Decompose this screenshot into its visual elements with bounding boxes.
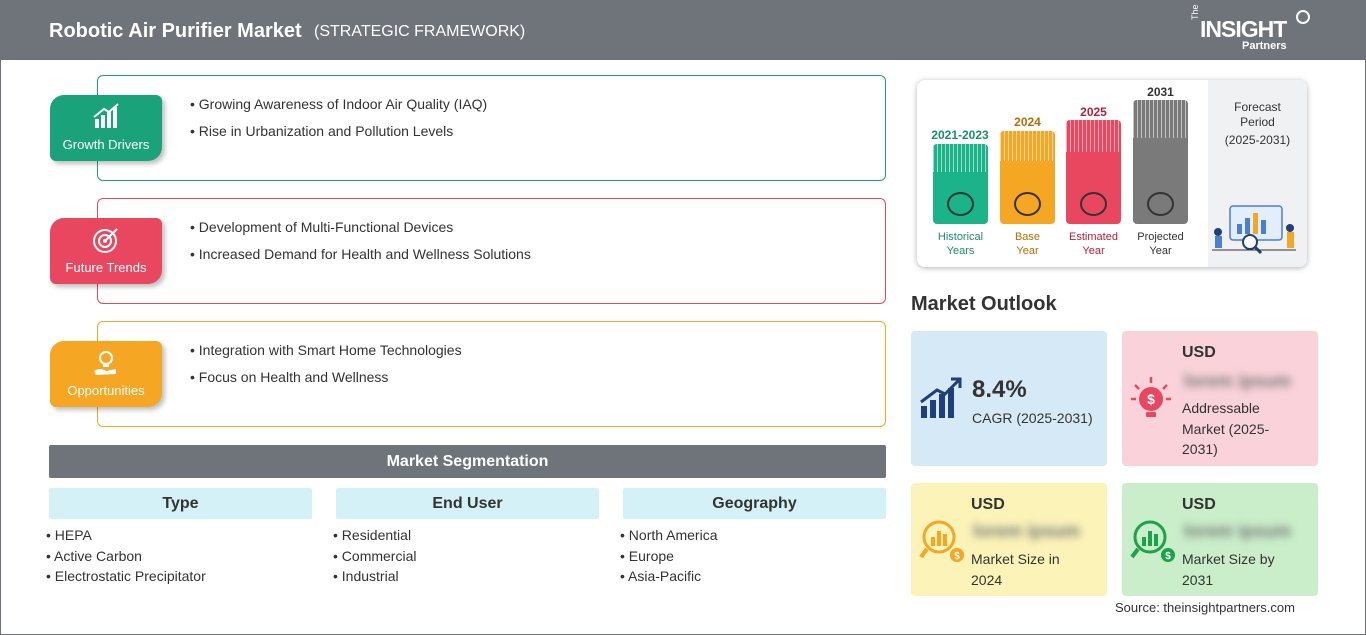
insight-partners-logo[interactable]: The INSIGHT Partners (1190, 4, 1320, 54)
target-icon (93, 228, 118, 253)
historical-bar (933, 144, 988, 224)
addressable-market-box: $ USD lorem ipsum Addressable Market (20… (1122, 331, 1318, 466)
cagr-label: CAGR (2025-2031) (972, 410, 1093, 426)
list-item: Europe (620, 546, 886, 567)
logo-the: The (1190, 4, 1200, 20)
svg-text:$: $ (954, 551, 960, 562)
logo-sub: Partners (1242, 40, 1287, 52)
blurred-value: lorem ipsum (973, 521, 1081, 541)
list-item: HEPA (46, 525, 312, 546)
lightbulb-hand-icon (94, 351, 116, 375)
future-trends-tag: Future Trends (50, 218, 162, 284)
forecast-period-label: Forecast Period (2025-2031) (1224, 100, 1291, 147)
year-label: 2021-2023 (931, 128, 989, 142)
source-link[interactable]: Source: theinsightpartners.com (1115, 600, 1295, 615)
estimate-icon (1080, 192, 1107, 216)
list-item: Rise in Urbanization and Pollution Level… (190, 123, 487, 139)
opportunities-label: Opportunities (67, 383, 145, 398)
year-label: 2025 (1080, 105, 1107, 119)
market-size-2031-desc: Market Size by 2031 (1182, 551, 1275, 588)
blurred-value: lorem ipsum (1184, 521, 1292, 541)
page-title: Robotic Air Purifier Market (49, 20, 302, 42)
growth-drivers-card: Growing Awareness of Indoor Air Quality … (97, 75, 886, 181)
header-bar: Robotic Air Purifier Market (STRATEGIC F… (0, 0, 1366, 60)
svg-text:$: $ (1147, 391, 1155, 407)
cagr-box: 8.4% CAGR (2025-2031) (911, 331, 1107, 466)
list-item: Commercial (333, 546, 599, 567)
usd-label: USD (1182, 496, 1216, 513)
market-outlook-title: Market Outlook (911, 293, 1057, 315)
base-year-bar (1000, 131, 1055, 224)
analytics-illustration-icon (1212, 205, 1296, 254)
segment-heading: Type (49, 488, 312, 519)
list-item: North America (620, 525, 886, 546)
money-search-icon: $ (1130, 520, 1175, 562)
growth-chart-icon (920, 377, 962, 418)
segment-end-user: End User Residential Commercial Industri… (336, 488, 599, 587)
market-size-2031-box: $ USD lorem ipsum Market Size by 2031 (1122, 483, 1318, 596)
list-item: Residential (333, 525, 599, 546)
addressable-market-desc: Addressable Market (2025- 2031) (1182, 400, 1270, 457)
segment-heading: End User (336, 488, 599, 519)
dollar-bulb-icon: $ (1131, 377, 1171, 417)
logo-brand: INSIGHT (1200, 16, 1287, 42)
projected-year-bar (1133, 100, 1188, 224)
list-item: Increased Demand for Health and Wellness… (190, 246, 531, 262)
svg-text:$: $ (1165, 551, 1171, 562)
list-item: Industrial (333, 566, 599, 587)
segment-heading: Geography (623, 488, 886, 519)
growth-chart-icon (93, 103, 119, 128)
blurred-value: lorem ipsum (1184, 371, 1292, 391)
year-label: 2031 (1147, 85, 1174, 99)
money-search-icon: $ (919, 520, 964, 562)
growth-drivers-tag: Growth Drivers (50, 95, 162, 161)
segmentation-title: Market Segmentation (49, 445, 886, 478)
future-trends-card: Development of Multi-Functional Devices … (97, 198, 886, 304)
estimated-year-bar (1066, 120, 1121, 224)
opportunities-card: Integration with Smart Home Technologies… (97, 321, 886, 427)
history-icon (947, 192, 974, 216)
list-item: Asia-Pacific (620, 566, 886, 587)
cagr-value: 8.4% (972, 376, 1027, 403)
segment-type: Type HEPA Active Carbon Electrostatic Pr… (49, 488, 312, 587)
list-item: Electrostatic Precipitator (46, 566, 312, 587)
calendar-icon (1014, 192, 1041, 216)
market-size-2024-desc: Market Size in 2024 (971, 551, 1060, 588)
list-item: Integration with Smart Home Technologies (190, 342, 462, 358)
logo-ring-icon (1296, 10, 1310, 24)
usd-label: USD (971, 496, 1005, 513)
opportunities-tag: Opportunities (50, 341, 162, 407)
growth-drivers-label: Growth Drivers (62, 137, 150, 152)
segment-geography: Geography North America Europe Asia-Paci… (623, 488, 886, 587)
year-label: 2024 (1014, 115, 1041, 129)
list-item: Development of Multi-Functional Devices (190, 219, 531, 235)
usd-label: USD (1182, 344, 1216, 361)
list-item: Growing Awareness of Indoor Air Quality … (190, 96, 487, 112)
list-item: Focus on Health and Wellness (190, 369, 462, 385)
future-trends-label: Future Trends (65, 260, 147, 275)
projection-icon (1147, 192, 1174, 216)
market-size-2024-box: $ USD lorem ipsum Market Size in 2024 (911, 483, 1107, 596)
page-subtitle: (STRATEGIC FRAMEWORK) (314, 23, 526, 40)
list-item: Active Carbon (46, 546, 312, 567)
